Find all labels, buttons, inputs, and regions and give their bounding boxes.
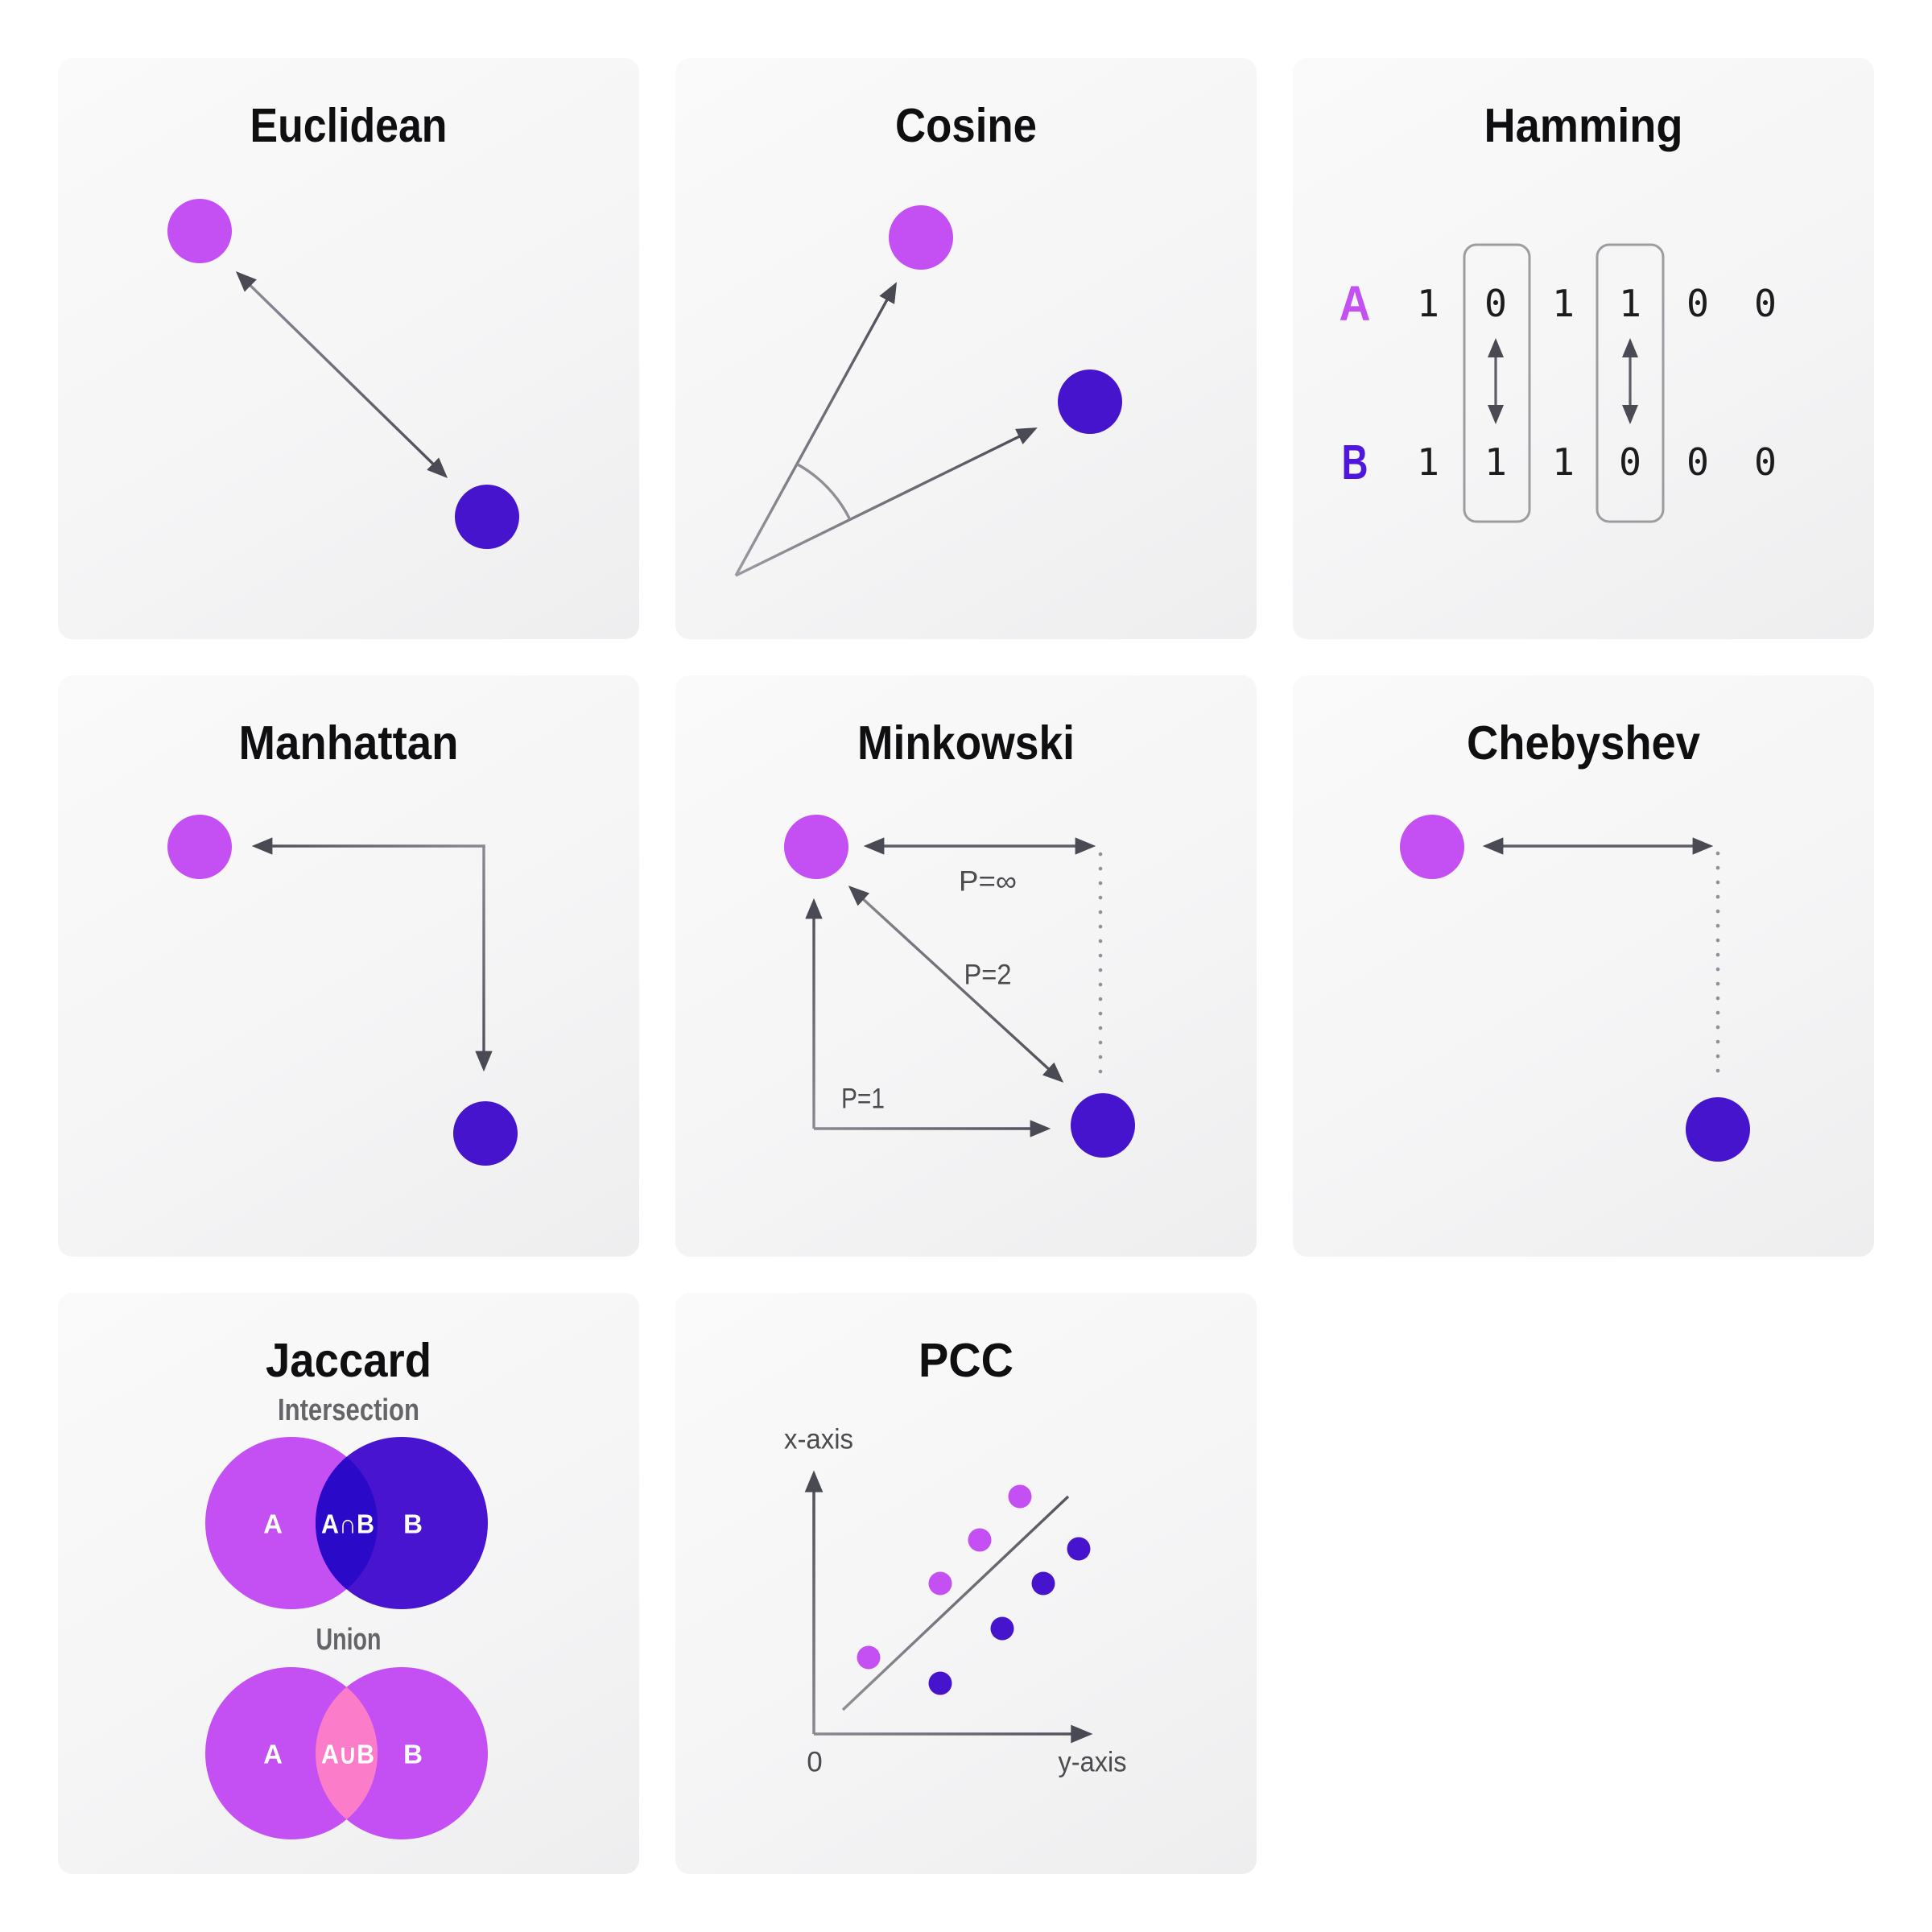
pcc-scatter-point xyxy=(857,1645,881,1670)
cosine-angle-arc xyxy=(796,462,852,521)
pcc-origin-label: 0 xyxy=(807,1747,822,1778)
cosine-point-a xyxy=(889,205,953,270)
pcc-scatter-indigo xyxy=(928,1537,1091,1695)
hamming-bit: 1 xyxy=(1417,440,1439,484)
pcc-scatter-point xyxy=(1067,1537,1091,1561)
card-title-euclidean: Euclidean xyxy=(250,99,448,152)
minkowski-p-2-label: P=2 xyxy=(964,960,1012,991)
manhattan-point-b xyxy=(453,1101,518,1166)
hamming-bit: 0 xyxy=(1754,440,1777,484)
hamming-row-a-bits: 1 0 1 1 0 0 xyxy=(1417,282,1777,325)
card-manhattan: Manhattan xyxy=(58,675,639,1257)
pcc-scatter-point xyxy=(928,1671,952,1695)
hamming-bit: 0 xyxy=(1484,282,1507,325)
hamming-bit: 0 xyxy=(1686,282,1709,325)
card-title-chebyshev: Chebyshev xyxy=(1467,716,1700,770)
card-title-cosine: Cosine xyxy=(895,99,1037,152)
card-title-pcc: PCC xyxy=(919,1334,1013,1387)
cosine-point-b xyxy=(1058,369,1122,434)
pcc-scatter-point xyxy=(990,1616,1014,1641)
minkowski-p-infinity-label: P=∞ xyxy=(959,866,1017,898)
hamming-bit: 1 xyxy=(1552,440,1575,484)
hamming-highlight-box-1 xyxy=(1463,243,1531,523)
hamming-row-b-label: B xyxy=(1342,435,1368,489)
jaccard-intersection-venn: A A∩B B xyxy=(205,1437,488,1609)
cosine-vector-a xyxy=(734,282,898,576)
venn-overlap-intersection xyxy=(315,1456,378,1590)
card-title-manhattan: Manhattan xyxy=(239,716,459,770)
card-title-hamming: Hamming xyxy=(1484,99,1683,152)
chebyshev-point-a xyxy=(1400,815,1464,879)
hamming-bit: 0 xyxy=(1619,440,1641,484)
jaccard-intersection-subtitle: Intersection xyxy=(278,1393,419,1427)
card-pcc: PCC x-axis 0 y-axis xyxy=(675,1293,1257,1874)
card-jaccard: Jaccard Intersection A A∩B B Union A xyxy=(58,1293,639,1874)
jaccard-union-venn: A A∪B B xyxy=(205,1667,488,1839)
venn-label-a: A xyxy=(263,1509,283,1539)
venn-label-b: B xyxy=(403,1509,423,1539)
venn-label-union: A∪B xyxy=(321,1740,374,1769)
hamming-bit: 1 xyxy=(1417,282,1439,325)
card-minkowski: Minkowski P=∞ P=2 P=1 xyxy=(675,675,1257,1257)
euclidean-distance-arrow xyxy=(235,271,448,478)
euclidean-point-b xyxy=(455,485,519,549)
hamming-bit: 1 xyxy=(1484,440,1507,484)
hamming-row-b-bits: 1 1 1 0 0 0 xyxy=(1417,440,1777,484)
venn-label-b: B xyxy=(403,1740,423,1769)
hamming-bit: 0 xyxy=(1754,282,1777,325)
card-euclidean: Euclidean xyxy=(58,58,639,639)
card-hamming: Hamming A B 1 0 1 1 0 0 1 1 xyxy=(1293,58,1874,639)
pcc-scatter-point xyxy=(928,1571,952,1596)
euclidean-point-a xyxy=(167,199,232,263)
pcc-scatter-point xyxy=(1031,1571,1055,1596)
venn-overlap-union xyxy=(315,1686,378,1820)
cards-grid: Euclidean Cosine xyxy=(58,58,1874,1874)
pcc-scatter-point xyxy=(1008,1484,1032,1509)
venn-label-intersection: A∩B xyxy=(321,1509,374,1539)
hamming-bit: 1 xyxy=(1552,282,1575,325)
hamming-bit: 0 xyxy=(1686,440,1709,484)
minkowski-p-1-label: P=1 xyxy=(841,1084,885,1115)
minkowski-point-a xyxy=(784,815,848,879)
venn-label-a: A xyxy=(263,1740,283,1769)
minkowski-p-2-arrow xyxy=(848,886,1064,1083)
pcc-x-axis-label: x-axis xyxy=(784,1424,853,1455)
card-cosine: Cosine xyxy=(675,58,1257,639)
pcc-scatter-magenta xyxy=(857,1484,1032,1670)
card-title-minkowski: Minkowski xyxy=(857,716,1075,770)
jaccard-union-subtitle: Union xyxy=(316,1623,382,1657)
pcc-scatter-point xyxy=(968,1528,992,1552)
chebyshev-point-b xyxy=(1686,1097,1750,1162)
hamming-highlight-box-2 xyxy=(1596,243,1665,523)
card-chebyshev: Chebyshev xyxy=(1293,675,1874,1257)
card-title-jaccard: Jaccard xyxy=(266,1334,431,1387)
pcc-y-axis-label: y-axis xyxy=(1059,1747,1127,1778)
manhattan-point-a xyxy=(167,815,232,879)
hamming-bit: 1 xyxy=(1619,282,1641,325)
minkowski-point-b xyxy=(1071,1093,1135,1158)
cosine-vector-b xyxy=(735,427,1038,577)
hamming-row-a-label: A xyxy=(1340,276,1371,331)
pcc-trend-line xyxy=(841,1495,1070,1711)
